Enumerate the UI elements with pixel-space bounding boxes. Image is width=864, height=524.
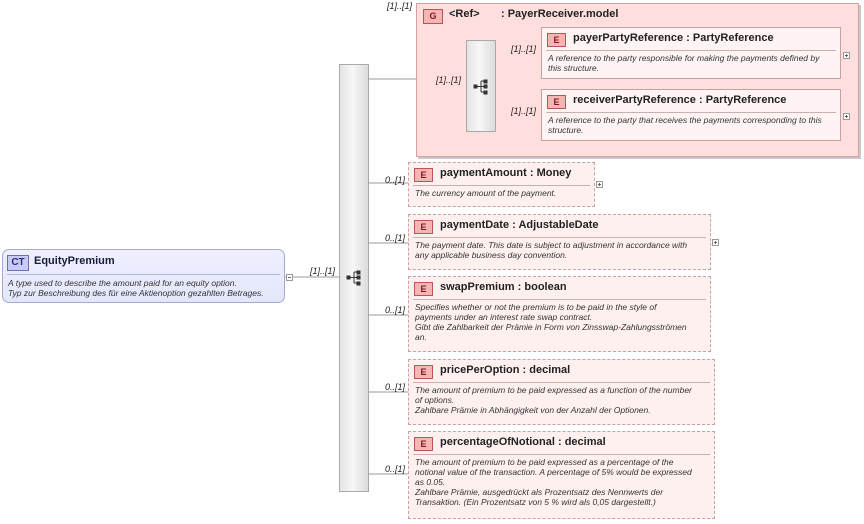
paymentAmount-cardinality: 0..[1] <box>385 175 406 185</box>
element-type: : decimal <box>522 364 571 376</box>
paymentDate-cardinality: 0..[1] <box>385 233 406 243</box>
description-line: Zahlbare Prämie in Abhängigkeit von der … <box>415 405 651 415</box>
description-line: notional value of the transaction. A per… <box>415 467 692 477</box>
complex-type-badge: CT <box>7 255 29 271</box>
element-description: The amount of premium to be paid express… <box>415 385 710 415</box>
element-badge: E <box>414 437 433 451</box>
element-type: : PartyReference <box>698 94 787 106</box>
element-percentageOfNotional[interactable]: E percentageOfNotional : decimal The amo… <box>408 431 715 519</box>
description-line: this structure. <box>548 63 600 73</box>
description-line: Zahlbare Prämie, ausgedrückt als Prozent… <box>415 487 664 497</box>
receiver-cardinality: [1]..[1] <box>511 106 537 116</box>
element-badge: E <box>547 95 566 109</box>
description-line: payments under an interest rate swap con… <box>415 312 593 322</box>
divider <box>546 50 836 51</box>
element-description: The payment date. This date is subject t… <box>415 240 706 260</box>
group-outer-cardinality: [1]..[1] <box>387 1 413 11</box>
element-description: The currency amount of the payment. <box>415 188 590 198</box>
element-badge: E <box>414 220 433 234</box>
sequence-icon <box>346 270 361 286</box>
element-payerPartyReference[interactable]: E payerPartyReference : PartyReference A… <box>541 27 841 79</box>
element-title: paymentAmount : Money <box>440 167 571 179</box>
group-name: : PayerReceiver.model <box>501 8 619 20</box>
element-title: receiverPartyReference : PartyReference <box>573 94 786 106</box>
expand-icon[interactable] <box>712 239 719 246</box>
group-sequence-cardinality: [1]..[1] <box>436 75 462 85</box>
element-type: : Money <box>529 167 572 179</box>
description-line: Transaktion. (Ein Prozentsatz von 5 % wi… <box>415 497 656 507</box>
element-swapPremium[interactable]: E swapPremium : boolean Specifies whethe… <box>408 276 711 352</box>
complex-type-description: A type used to describe the amount paid … <box>8 278 280 298</box>
expand-icon[interactable] <box>843 52 850 59</box>
main-sequence-cardinality: [1]..[1] <box>310 266 336 276</box>
element-pricePerOption[interactable]: E pricePerOption : decimal The amount of… <box>408 359 715 425</box>
element-title: payerPartyReference : PartyReference <box>573 32 774 44</box>
description-line: The amount of premium to be paid express… <box>415 385 692 395</box>
element-title: swapPremium : boolean <box>440 281 567 293</box>
divider <box>413 382 710 383</box>
element-type: : decimal <box>557 436 606 448</box>
element-type: : boolean <box>517 281 567 293</box>
element-description: A reference to the party that receives t… <box>548 115 836 135</box>
element-name: pricePerOption <box>440 364 520 376</box>
group-badge: G <box>423 9 443 24</box>
group-sequence-compositor[interactable] <box>466 40 496 132</box>
element-receiverPartyReference[interactable]: E receiverPartyReference : PartyReferenc… <box>541 89 841 141</box>
element-name: paymentDate <box>440 219 510 231</box>
description-line: structure. <box>548 125 584 135</box>
sequence-compositor[interactable] <box>339 64 369 492</box>
group-ref-label: <Ref> <box>449 8 480 20</box>
element-type: : PartyReference <box>686 32 774 44</box>
divider <box>546 112 836 113</box>
pricePerOption-cardinality: 0..[1] <box>385 382 406 392</box>
element-name: receiverPartyReference <box>573 94 696 106</box>
description-line: any applicable business day convention. <box>415 250 568 260</box>
description-line: an. <box>415 332 427 342</box>
element-name: swapPremium <box>440 281 515 293</box>
expand-icon[interactable] <box>596 181 603 188</box>
description-line: A reference to the party responsible for… <box>548 53 820 63</box>
element-paymentAmount[interactable]: E paymentAmount : Money The currency amo… <box>408 162 595 207</box>
description-line: as 0.05. <box>415 477 446 487</box>
payer-cardinality: [1]..[1] <box>511 44 537 54</box>
complex-type-box[interactable]: CT EquityPremium A type used to describe… <box>2 249 285 303</box>
swapPremium-cardinality: 0..[1] <box>385 305 406 315</box>
element-badge: E <box>414 168 433 182</box>
element-title: paymentDate : AdjustableDate <box>440 219 599 231</box>
description-line: The amount of premium to be paid express… <box>415 457 674 467</box>
description-line: Typ zur Beschreibung des für eine Aktien… <box>8 288 264 298</box>
description-line: A type used to describe the amount paid … <box>8 278 237 288</box>
element-description: Specifies whether or not the premium is … <box>415 302 706 342</box>
element-badge: E <box>547 33 566 47</box>
element-name: percentageOfNotional <box>440 436 555 448</box>
element-title: pricePerOption : decimal <box>440 364 570 376</box>
element-title: percentageOfNotional : decimal <box>440 436 606 448</box>
description-line: A reference to the party that receives t… <box>548 115 822 125</box>
description-line: of options. <box>415 395 455 405</box>
expand-icon[interactable] <box>843 113 850 120</box>
element-badge: E <box>414 282 433 296</box>
divider <box>7 274 280 275</box>
description-line: Gibt die Zahlbarkeit der Prämie in Form … <box>415 322 687 332</box>
description-line: The currency amount of the payment. <box>415 188 557 198</box>
divider <box>413 299 706 300</box>
element-name: paymentAmount <box>440 167 527 179</box>
element-description: A reference to the party responsible for… <box>548 53 836 73</box>
collapse-icon[interactable] <box>286 274 293 281</box>
element-type: : AdjustableDate <box>512 219 599 231</box>
percentageOfNotional-cardinality: 0..[1] <box>385 464 406 474</box>
sequence-icon <box>473 79 488 95</box>
description-line: Specifies whether or not the premium is … <box>415 302 657 312</box>
divider <box>413 185 590 186</box>
description-line: The payment date. This date is subject t… <box>415 240 688 250</box>
element-description: The amount of premium to be paid express… <box>415 457 710 507</box>
complex-type-name: EquityPremium <box>34 255 115 267</box>
element-badge: E <box>414 365 433 379</box>
divider <box>413 454 710 455</box>
element-paymentDate[interactable]: E paymentDate : AdjustableDate The payme… <box>408 214 711 270</box>
element-name: payerPartyReference <box>573 32 684 44</box>
divider <box>413 237 706 238</box>
